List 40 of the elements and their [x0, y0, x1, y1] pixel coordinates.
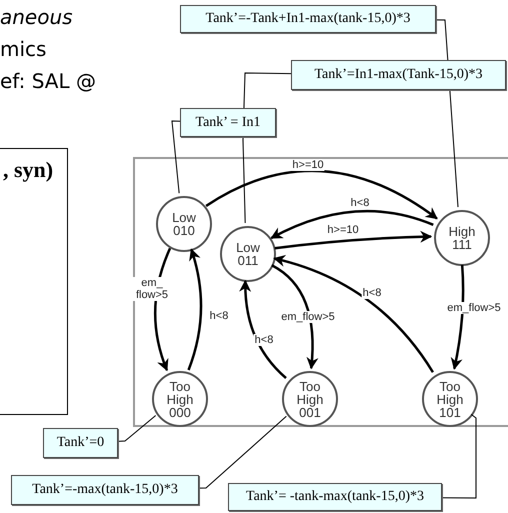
edge-label: h>=10 [291, 159, 325, 171]
transition-arrow [205, 170, 438, 220]
equation-box: Tank’ = In1 [180, 108, 276, 137]
leader-line [198, 416, 287, 489]
edge-label: em_flow>5 [280, 311, 336, 323]
edge-label: h<8 [254, 334, 274, 346]
heading-text: mics [0, 37, 46, 61]
heading-text: ef: SAL @ [0, 69, 96, 93]
edge-label: h>=10 [326, 224, 360, 236]
heading-text: aneous [0, 5, 73, 29]
state-label: High 111 [448, 225, 476, 251]
state-circle [282, 371, 338, 427]
transition-arrow [187, 248, 202, 370]
state-label: Too High 000 [166, 380, 194, 418]
equation-box: Tank’= -tank-max(tank-15,0)*3 [228, 483, 442, 511]
leader-line [442, 414, 476, 498]
transition-arrow [271, 264, 318, 370]
transition-arrow [450, 264, 464, 370]
edge-label: h<8 [350, 197, 370, 209]
equation-box: Tank’=0 [43, 428, 118, 458]
state-label: Too High 101 [436, 380, 464, 418]
equation-box: Tank’=-max(tank-15,0)*3 [11, 475, 199, 505]
transition-arrow [274, 230, 432, 250]
transition-arrow [273, 255, 434, 373]
edge-label: h<8 [362, 287, 382, 299]
leader-line [171, 120, 180, 194]
state-circle [152, 371, 208, 427]
edge-label: em_flow>5 [446, 302, 502, 314]
formula-fragment: , syn) [3, 157, 54, 182]
state-circle [422, 371, 478, 427]
edge-label: h<8 [208, 310, 230, 322]
equation-box: Tank’=In1-max(Tank-15,0)*3 [291, 60, 506, 90]
transition-arrow [270, 210, 434, 240]
state-label: Low 010 [171, 211, 197, 237]
state-label: Too High 001 [296, 380, 324, 418]
text-panel [0, 148, 68, 415]
state-label: Low 011 [235, 241, 261, 267]
transition-arrow [239, 280, 287, 380]
leader-line [118, 415, 156, 442]
equation-box: Tank’=-Tank+In1-max(tank-15,0)*3 [180, 5, 436, 33]
